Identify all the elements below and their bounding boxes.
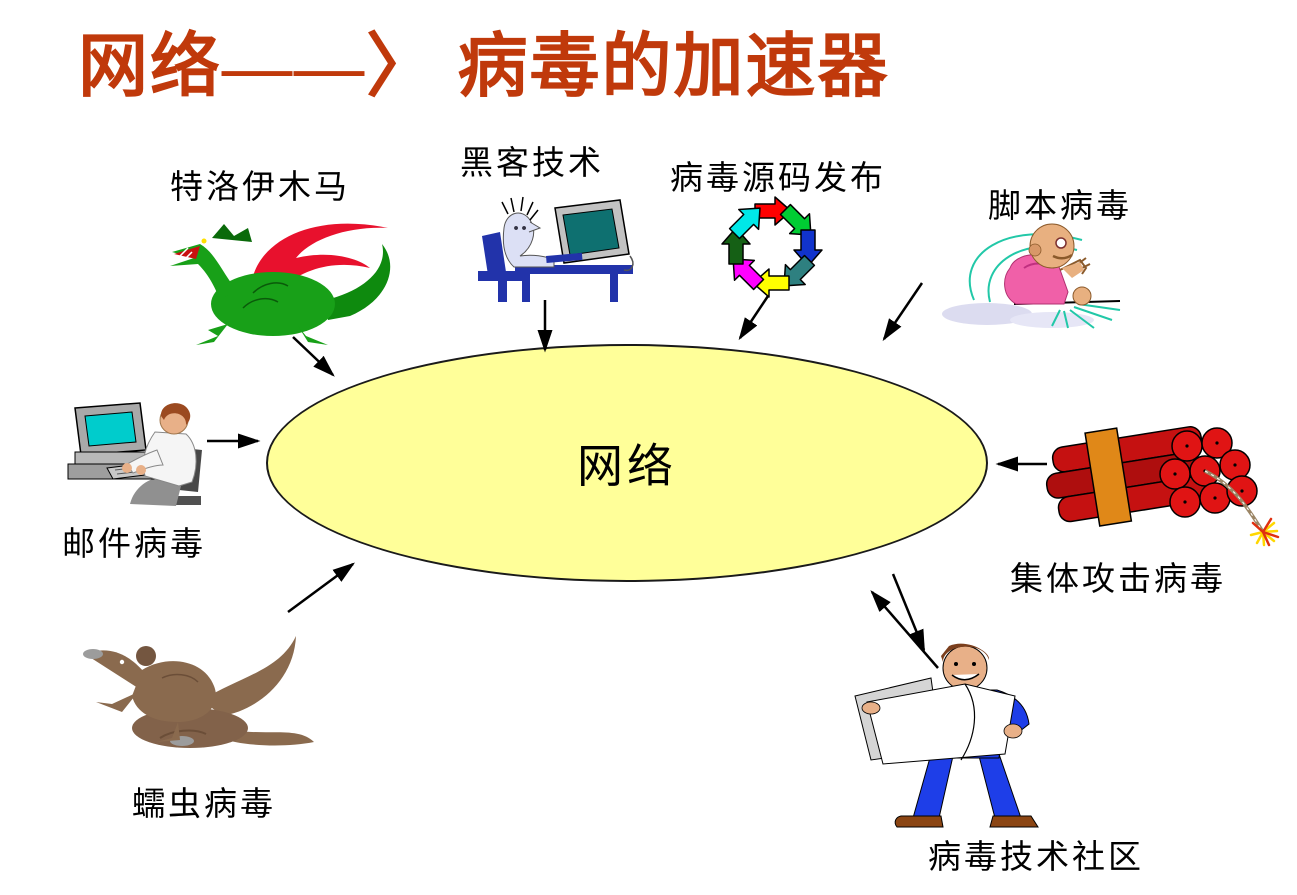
label-script: 脚本病毒: [988, 189, 1132, 225]
label-mass-attack: 集体攻击病毒: [1010, 562, 1226, 598]
network-ellipse: 网络: [266, 344, 988, 582]
man-pounding-table-icon: [942, 223, 1121, 329]
brown-rat-icon: [83, 636, 314, 748]
man-typing-computer-icon: [67, 402, 202, 506]
label-source: 病毒源码发布: [670, 161, 886, 197]
arrow-source-to-network: [738, 295, 770, 341]
arrow-worm-to-network: [287, 562, 356, 614]
green-dragon-icon: [170, 223, 391, 345]
label-hacker: 黑客技术: [460, 146, 604, 182]
label-trojan: 特洛伊木马: [170, 170, 350, 206]
network-label: 网络: [577, 441, 677, 492]
label-email: 邮件病毒: [62, 527, 206, 563]
dynamite-bundle-icon: [1045, 426, 1280, 547]
man-reading-newspaper-icon: [854, 643, 1039, 828]
label-worm: 蠕虫病毒: [132, 787, 276, 823]
hacker-at-computer-icon: [478, 196, 634, 302]
colored-arrow-ring-icon: [721, 196, 823, 298]
label-community: 病毒技术社区: [928, 840, 1144, 876]
arrow-script-to-network: [882, 282, 924, 342]
slide-title: 网络——〉 病毒的加速器: [78, 29, 890, 106]
